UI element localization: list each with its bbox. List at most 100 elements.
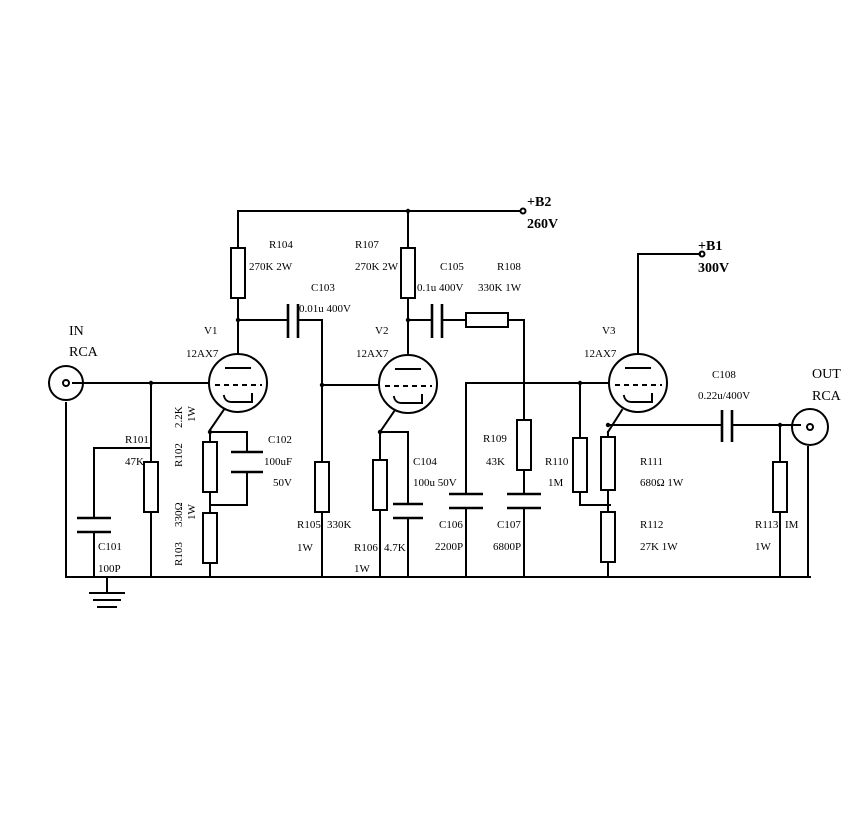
junction-dot: [377, 429, 383, 435]
resistor-r107: [400, 247, 416, 299]
c104-value: 100u 50V: [413, 477, 457, 489]
tube-v1: [208, 353, 268, 413]
capacitor-c101: [77, 516, 111, 534]
v3-type: 12AX7: [584, 348, 617, 360]
r106-ref: R106: [354, 542, 378, 554]
r102-power: 1W: [186, 406, 198, 423]
resistor-r112: [600, 511, 616, 563]
b2-voltage: 260V: [527, 217, 558, 232]
r102-ref: R102: [173, 443, 185, 467]
resistor-r101: [143, 461, 159, 513]
resistor-r106: [372, 459, 388, 511]
junction-dot: [235, 317, 241, 323]
r108-value: 330K 1W: [478, 282, 522, 294]
capacitor-c105: [430, 304, 444, 338]
c102-value: 100uF: [264, 456, 292, 468]
output-rca-jack: [791, 408, 829, 446]
r107-ref: R107: [355, 239, 379, 251]
c104-ref: C104: [413, 456, 437, 468]
junction-dot: [207, 429, 213, 435]
resistor-r105: [314, 461, 330, 513]
r113-power: 1W: [755, 541, 772, 553]
b1-voltage: 300V: [698, 261, 729, 276]
capacitor-c108: [720, 410, 734, 442]
ground-icon: [89, 576, 125, 608]
r101-ref: R101: [125, 434, 149, 446]
r113-ref: R113: [755, 519, 779, 531]
c102-ref: C102: [268, 434, 292, 446]
r106-power: 1W: [354, 563, 371, 575]
c106-ref: C106: [439, 519, 463, 531]
c108-value: 0.22u/400V: [698, 390, 750, 402]
b2-name: +B2: [527, 195, 551, 210]
junction-dot: [148, 380, 154, 386]
output-label: OUT: [812, 367, 841, 382]
c106-value: 2200P: [435, 541, 463, 553]
r105-value: 330K: [327, 519, 352, 531]
r101-value: 47K: [125, 456, 144, 468]
b1-name: +B1: [698, 239, 722, 254]
r103-ref: R103: [173, 542, 185, 566]
junction-dot: [605, 422, 611, 428]
c103-ref: C103: [311, 282, 335, 294]
capacitor-c106: [449, 492, 483, 510]
input-label: IN: [69, 324, 84, 339]
b1-terminal: +B1 300V: [698, 239, 729, 276]
c107-ref: C107: [497, 519, 521, 531]
r110-value: 1M: [548, 477, 564, 489]
input-type-label: RCA: [69, 345, 99, 360]
c105-ref: C105: [440, 261, 464, 273]
r113-value: IM: [785, 519, 799, 531]
v2-type: 12AX7: [356, 348, 389, 360]
junction-dot: [577, 380, 583, 386]
r103-power: 1W: [186, 504, 198, 521]
junction-dot: [319, 382, 325, 388]
capacitor-c103: [286, 304, 300, 338]
c101-ref: C101: [98, 541, 122, 553]
r109-ref: R109: [483, 433, 507, 445]
r111-ref: R111: [640, 456, 663, 468]
capacitor-c107: [507, 492, 541, 510]
r112-ref: R112: [640, 519, 663, 531]
c101-value: 100P: [98, 563, 121, 575]
r107-value: 270K 2W: [355, 261, 399, 273]
resistor-r103: [202, 512, 218, 564]
c102-voltage: 50V: [273, 477, 292, 489]
r109-value: 43K: [486, 456, 505, 468]
capacitor-c102: [231, 450, 263, 474]
r105-power: 1W: [297, 542, 314, 554]
r106-value: 4.7K: [384, 542, 406, 554]
c107-value: 6800P: [493, 541, 521, 553]
r110-ref: R110: [545, 456, 569, 468]
output-type-label: RCA: [812, 389, 842, 404]
r103-value: 330Ω: [173, 502, 185, 527]
junction-dot: [777, 422, 783, 428]
junction-dot: [405, 208, 411, 214]
junction-dot: [405, 317, 411, 323]
resistor-r111: [600, 436, 616, 491]
tube-v2: [378, 354, 438, 414]
r102-value: 2.2K: [173, 406, 185, 428]
v1-type: 12AX7: [186, 348, 219, 360]
c103-value: 0.01u 400V: [299, 303, 351, 315]
resistor-r104: [230, 247, 246, 299]
v2-ref: V2: [375, 325, 388, 337]
input-rca-jack: [48, 365, 84, 401]
b2-terminal: +B2 260V: [519, 195, 558, 232]
c105-value: 0.1u 400V: [417, 282, 464, 294]
resistor-r109: [516, 419, 532, 471]
r108-ref: R108: [497, 261, 521, 273]
r112-value: 27K 1W: [640, 541, 678, 553]
c108-ref: C108: [712, 369, 736, 381]
resistor-r113: [772, 461, 788, 513]
r111-value: 680Ω 1W: [640, 477, 684, 489]
junctions: [148, 208, 783, 435]
r104-ref: R104: [269, 239, 293, 251]
resistor-r110: [572, 437, 588, 493]
tube-v3: [608, 353, 668, 413]
resistor-r108: [465, 312, 509, 328]
wires: [65, 210, 811, 578]
capacitor-c104: [393, 502, 423, 520]
r105-ref: R105: [297, 519, 321, 531]
